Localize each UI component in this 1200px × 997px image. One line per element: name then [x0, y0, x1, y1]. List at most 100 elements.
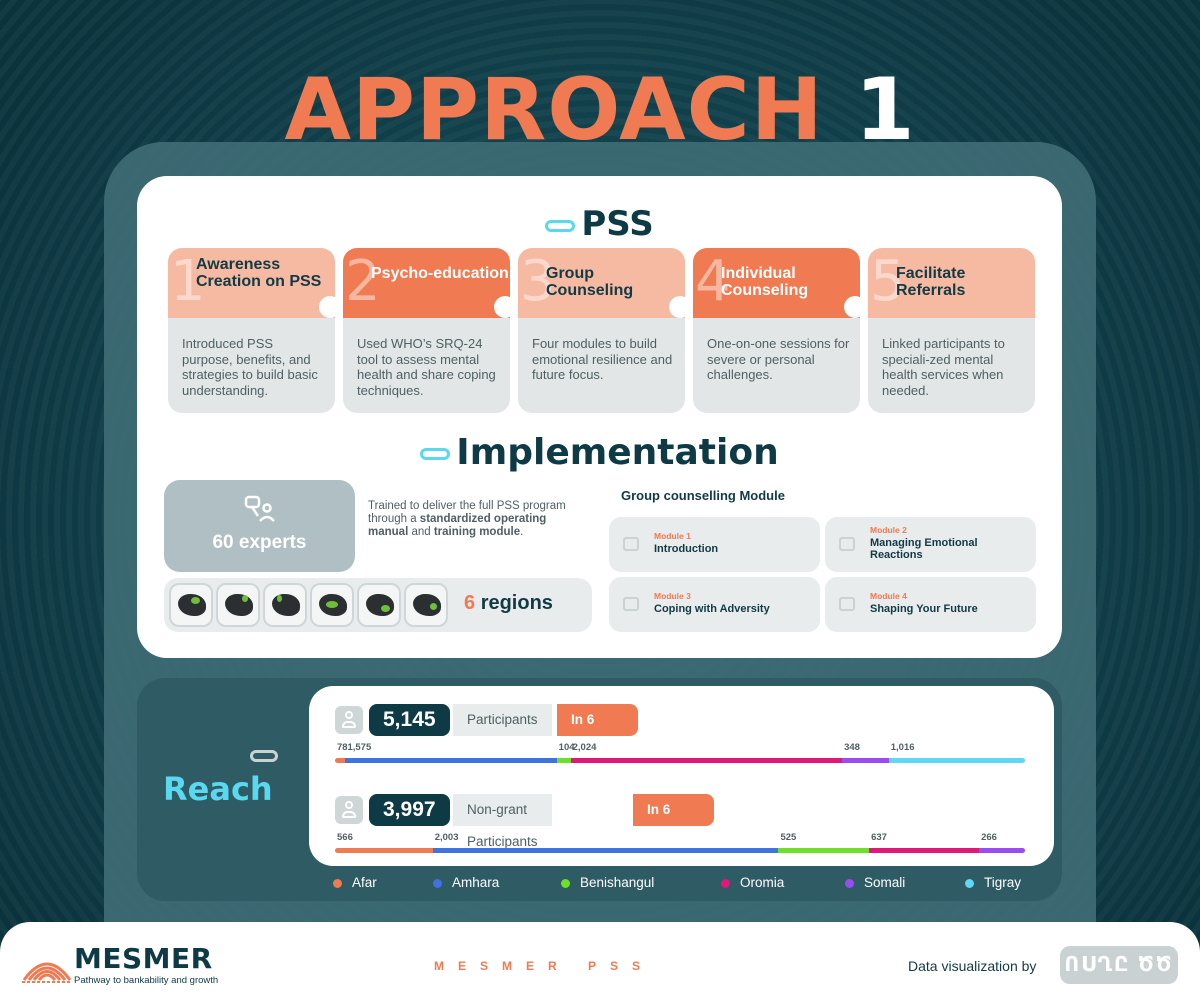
bar-value-label: 2,003 [434, 832, 459, 843]
step-header: 1 Awareness Creation on PSS [168, 248, 335, 318]
bar-segment-amhara [345, 758, 557, 763]
region-map-icon [216, 583, 260, 627]
bar-value-label: 78 [337, 742, 348, 753]
module-number: Module 1 [654, 531, 691, 541]
step-description: Four modules to build emotional resilien… [518, 318, 685, 413]
module-name: Managing Emotional Reactions [870, 537, 978, 561]
step-title: Individual Counseling [721, 265, 809, 299]
step-description: Used WHO’s SRQ-24 tool to assess mental … [343, 318, 510, 413]
legend-dot [333, 878, 342, 888]
participants-count: 5,145 [369, 704, 450, 736]
step-notch [844, 296, 866, 318]
page-title: APPROACH 1 [0, 60, 1200, 160]
step-description: Introduced PSS purpose, benefits, and st… [168, 318, 335, 413]
module-number: Module 4 [870, 591, 907, 601]
step-title: Facilitate Referrals [896, 265, 966, 299]
regions-text: regions [480, 592, 553, 614]
module-icon [839, 597, 855, 611]
pill-icon [545, 219, 576, 232]
step-number: 5 [870, 249, 906, 314]
title-text: APPROACH [284, 60, 824, 160]
bar-segment-oromia [869, 848, 980, 853]
step-title: Psycho-education [371, 265, 509, 282]
module-heading: Group counselling Module [621, 488, 785, 503]
step-description: One-on-one sessions for severe or person… [693, 318, 860, 413]
participants-label: Participants [453, 704, 552, 736]
legend-label: Afar [352, 875, 377, 890]
step-number: 4 [695, 249, 731, 314]
step-number: 2 [345, 249, 381, 314]
regions-card: 6 regions [164, 578, 592, 632]
bar-segment-oromia [570, 758, 843, 763]
legend-label: Tigray [984, 875, 1022, 890]
region-map-icon [169, 583, 213, 627]
bar-value-label: 637 [871, 832, 887, 843]
module-icon [839, 537, 855, 551]
pss-step-1: 1 Awareness Creation on PSS Introduced P… [168, 248, 341, 413]
bar-value-label: 1,575 [347, 742, 372, 753]
bar-value-label: 348 [844, 742, 860, 753]
bar-value-label: 104 [558, 742, 575, 753]
bar-segment-benishangul [556, 758, 571, 763]
legend-label: Benishangul [580, 875, 655, 890]
step-title: Group Counseling [546, 265, 634, 299]
region-map-icon [263, 583, 307, 627]
main-card: PSS 1 Awareness Creation on PSS Introduc… [137, 176, 1062, 658]
module-card-4: Module 4 Shaping Your Future [825, 577, 1036, 632]
title-number: 1 [854, 60, 916, 160]
brand-tagline: Pathway to bankability and growth [74, 975, 219, 986]
module-number: Module 2 [870, 525, 907, 535]
step-notch [669, 296, 691, 318]
step-header: 3 Group Counseling [518, 248, 685, 318]
step-description: Linked participants to speciali-zed ment… [868, 318, 1035, 413]
person-icon [335, 796, 363, 824]
step-title: Awareness Creation on PSS [196, 256, 322, 290]
legend-label: Oromia [740, 875, 785, 890]
legend-label: Somali [864, 875, 906, 890]
bar-value-label: 566 [337, 832, 353, 843]
legend-dot [845, 878, 854, 888]
credit-logo: ՈՍՂԸ ԾԾ [1060, 946, 1178, 984]
legend-dot [561, 878, 570, 888]
pss-heading: PSS [137, 204, 1062, 244]
legend-item-tigray: Tigray [965, 875, 1021, 890]
step-header: 2 Psycho-education [343, 248, 510, 318]
trained-mid: and [408, 526, 434, 538]
trained-text: Trained to deliver the full PSS program … [368, 500, 568, 539]
step-notch [494, 296, 516, 318]
legend-item-amhara: Amhara [433, 875, 499, 890]
trained-suffix: . [520, 526, 524, 538]
legend-item-afar: Afar [333, 875, 377, 890]
mesmer-logo-icon [22, 962, 72, 983]
footer-center-text: MESMER PSS [434, 959, 655, 973]
regions-number: 6 [464, 592, 476, 614]
pss-step-5: 5 Facilitate Referrals Linked participan… [868, 248, 1035, 413]
module-icon [623, 597, 639, 611]
bar-value-label: 1,016 [890, 742, 915, 753]
bar-value-label: 2,024 [572, 742, 597, 753]
legend-item-somali: Somali [845, 875, 905, 890]
brand-name: MESMER [74, 942, 213, 975]
nongrant-count: 3,997 [369, 794, 450, 826]
legend-dot [965, 878, 974, 888]
module-number: Module 3 [654, 591, 691, 601]
pss-step-4: 4 Individual Counseling One-on-one sessi… [693, 248, 866, 413]
nongrant-regions: In 6 Regions [633, 794, 715, 849]
bar-segment-somali [979, 848, 1025, 853]
credit-text: Data visualization by [908, 958, 1037, 974]
bar-segment-somali [842, 758, 889, 763]
bar-value-label: 525 [780, 832, 797, 843]
module-name: Shaping Your Future [870, 603, 978, 615]
reach-panel: Reach 5,145 Participants In 6 Regions 78… [137, 678, 1062, 901]
pss-step-2: 2 Psycho-education Used WHO’s SRQ-24 too… [343, 248, 516, 413]
experts-count: 60 experts [212, 532, 307, 553]
region-map-icon [357, 583, 401, 627]
nongrant-label: Non-grant Participants [453, 794, 552, 849]
step-header: 5 Facilitate Referrals [868, 248, 1035, 318]
trained-bold-module: training module [433, 526, 521, 538]
legend-dot [433, 878, 442, 888]
module-name: Introduction [654, 543, 719, 555]
bar-segment-afar [335, 848, 433, 853]
